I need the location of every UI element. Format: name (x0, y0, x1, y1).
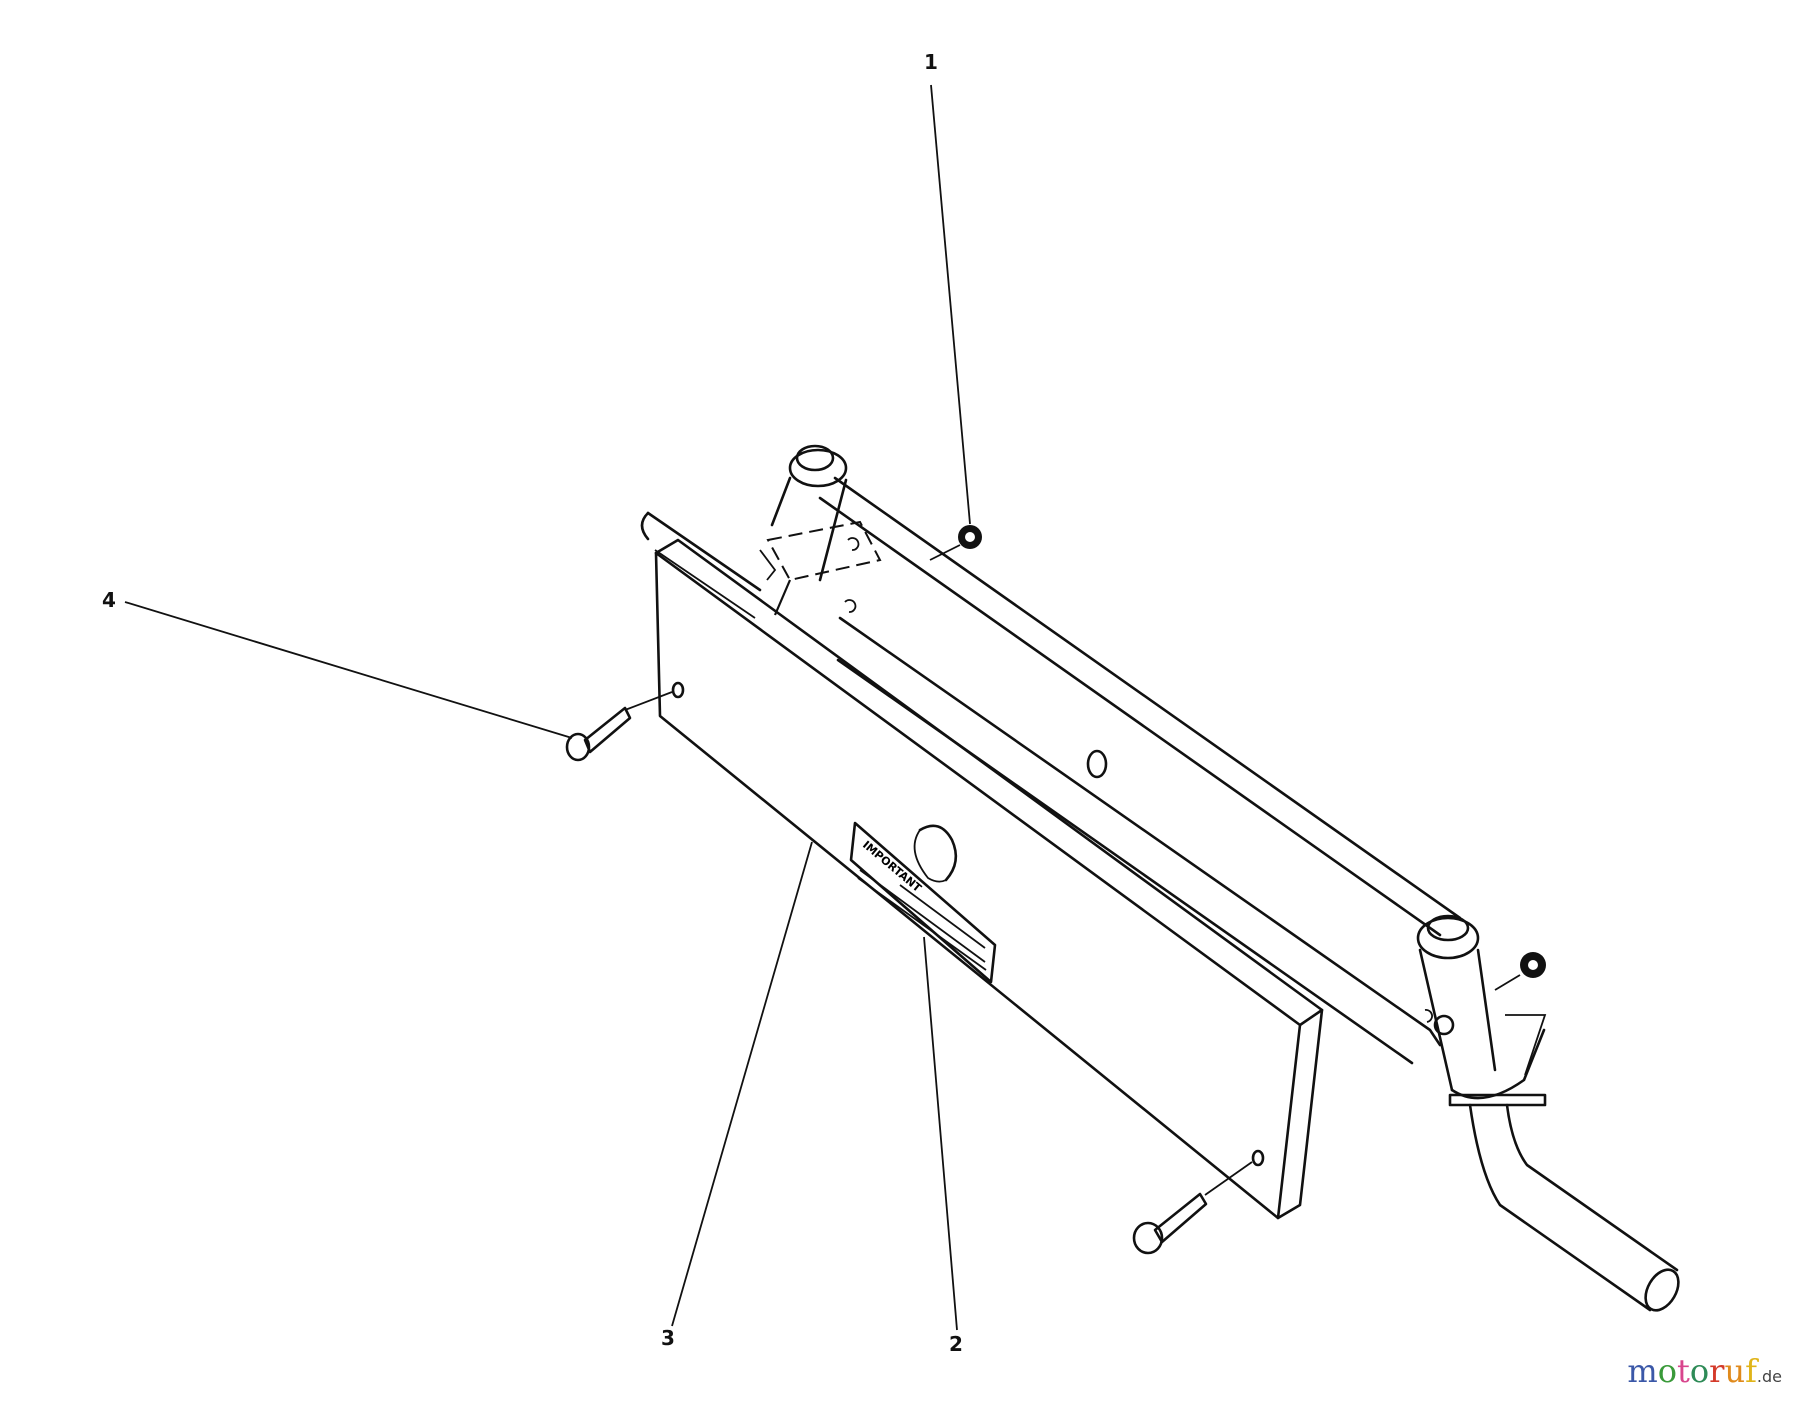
watermark-letter: m (1627, 1352, 1658, 1390)
left-pivot (759, 444, 882, 616)
watermark-letter: o (1657, 1352, 1678, 1390)
decal: IMPORTANT (849, 821, 997, 984)
callout-1: 1 (924, 50, 938, 74)
front-pipe (640, 511, 1442, 1065)
callout-2: 2 (949, 1332, 963, 1356)
frame-tube (818, 476, 1462, 937)
lower-pipe (1468, 1103, 1680, 1312)
callout-3: 3 (661, 1326, 675, 1350)
watermark-letter: r (1709, 1352, 1725, 1390)
motoruf-watermark: motoruf.de (1627, 1352, 1782, 1390)
right-pivot (1416, 914, 1547, 1107)
watermark-letter: u (1724, 1352, 1746, 1390)
watermark-letter: t (1677, 1352, 1690, 1390)
leader-lines (124, 84, 971, 1331)
lock-nut-upper (929, 525, 982, 561)
frame-hole (1086, 749, 1108, 779)
callout-4: 4 (102, 588, 116, 612)
watermark-letter: o (1689, 1352, 1710, 1390)
watermark-tld: .de (1756, 1367, 1782, 1386)
bolt-upper (565, 691, 673, 762)
lock-nut-lower (1494, 952, 1546, 991)
watermark-letter: f (1745, 1352, 1757, 1390)
panel (654, 538, 1324, 1220)
bolt-lower (1132, 1161, 1253, 1255)
